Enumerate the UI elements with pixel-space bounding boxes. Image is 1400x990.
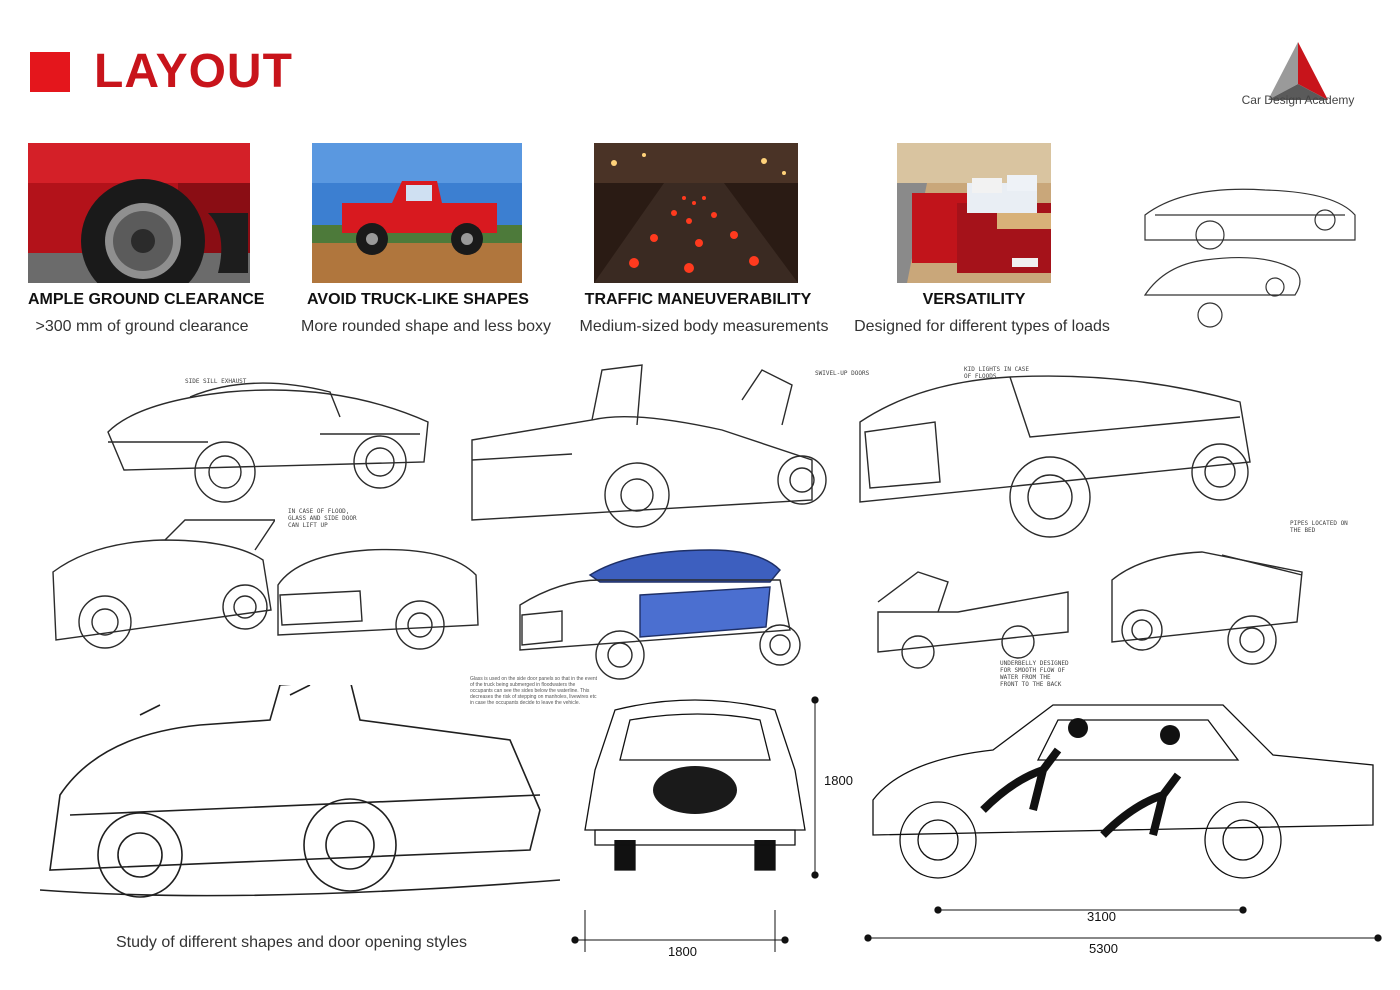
feature-title: AVOID TRUCK-LIKE SHAPES (307, 291, 529, 308)
feature-title: AMPLE GROUND CLEARANCE (28, 291, 265, 308)
loaded-truck-bed-photo (897, 143, 1051, 283)
page-title: LAYOUT (94, 45, 293, 98)
sketch-note: KID LIGHTS IN CASE OF FLOODS (964, 366, 1030, 380)
red-pickup-photo (312, 143, 522, 283)
sketch-note: UNDERBELLY DESIGNED FOR SMOOTH FLOW OF W… (1000, 660, 1069, 688)
blue-glass-truck-sketch (519, 549, 801, 680)
sketch-note: SWIVEL-UP DOORS (815, 370, 870, 377)
feature-description: >300 mm of ground clearance (35, 318, 249, 335)
feature-description: More rounded shape and less boxy (301, 318, 551, 335)
lifting-hood-truck-sketch (877, 571, 1069, 669)
compact-truck-sketch (1143, 188, 1356, 328)
logo-text: Car Design Academy (1241, 93, 1355, 107)
large-concept-truck-sketch (40, 685, 560, 898)
night-traffic-photo (594, 143, 798, 283)
length-dimension: 5300 (1089, 941, 1118, 956)
sketch-note: SIDE SILL EXHAUST (185, 378, 247, 385)
feature-title: VERSATILITY (922, 291, 1026, 308)
wagon-sketch (277, 548, 479, 650)
flood-door-truck-sketch (52, 519, 275, 649)
sketch-note: IN CASE OF FLOOD, GLASS AND SIDE DOOR CA… (288, 508, 357, 529)
sketch-note: PIPES LOCATED ON THE BED (1290, 520, 1348, 534)
glass-panel-note: Glass is used on the side door panels so… (470, 676, 598, 706)
feature-description: Medium-sized body measurements (579, 318, 829, 335)
tire-closeup-photo (28, 143, 250, 283)
swivel-door-truck-sketch (471, 364, 827, 528)
wheelbase-dimension: 3100 (1087, 909, 1116, 924)
large-truck-front-sketch (859, 375, 1251, 538)
front-view-dimension-drawing (571, 696, 819, 952)
feature-description: Designed for different types of loads (854, 318, 1110, 335)
triangle-logo-icon (1268, 42, 1328, 100)
bed-pipes-truck-sketch (1111, 551, 1303, 665)
side-view-dimension-drawing (864, 704, 1382, 942)
title-accent-square (30, 52, 70, 92)
feature-title: TRAFFIC MANEUVERABILITY (584, 291, 812, 308)
sedan-pickup-sketch (107, 382, 429, 503)
front-width-dimension: 1800 (668, 944, 697, 959)
sketches-caption: Study of different shapes and door openi… (116, 934, 468, 951)
front-height-dimension: 1800 (824, 773, 853, 788)
